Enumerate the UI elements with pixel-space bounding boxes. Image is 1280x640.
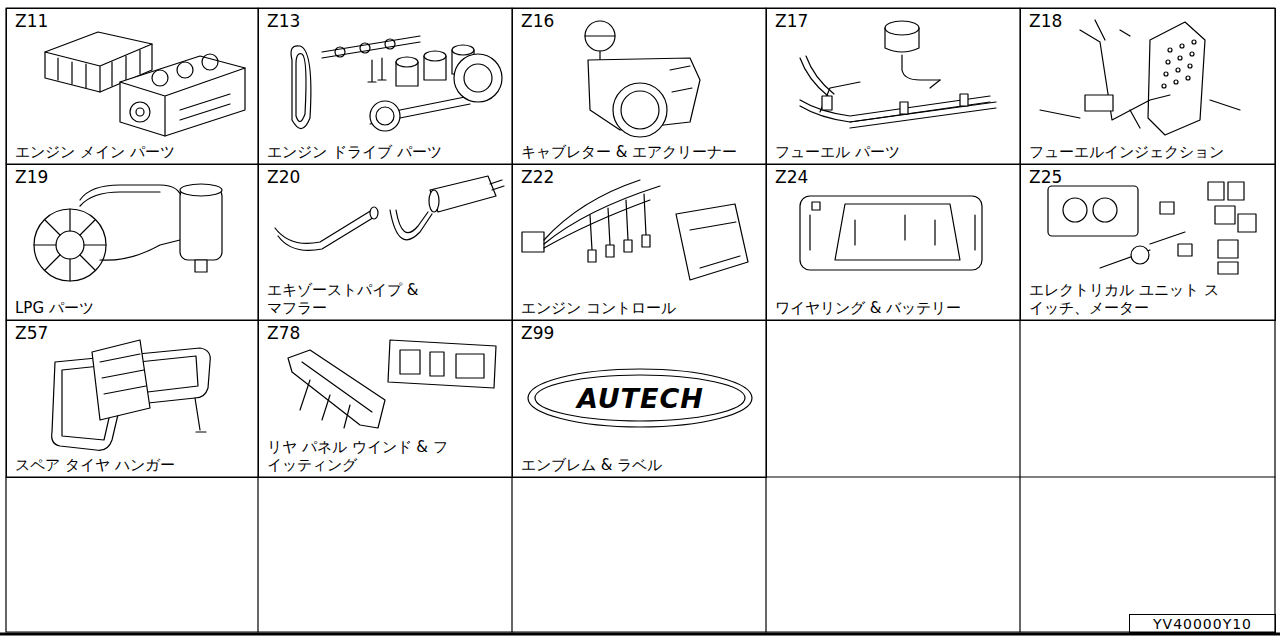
fuel-parts-illustration [800, 21, 996, 128]
catalog-cell: Z78 リヤ パネル ウインド & フイッティング [258, 320, 513, 478]
throttle-illustration [585, 21, 700, 137]
section-name: キャブレター & エアクリーナー [521, 143, 737, 161]
section-code: Z11 [15, 13, 48, 30]
section-name: エンジン ドライブ パーツ [267, 143, 442, 161]
exhaust-illustration [275, 176, 504, 250]
injection-illustration [1040, 20, 1240, 135]
catalog-cell: Z24 ワイヤリング & バッテリー [766, 164, 1021, 321]
section-code: Z17 [775, 13, 808, 30]
catalog-cell: Z20 エキゾーストパイプ & マフラー [258, 164, 513, 321]
section-code: Z25 [1029, 169, 1062, 186]
section-code: Z20 [267, 169, 300, 186]
section-code: Z19 [15, 169, 48, 186]
spare-tire-hanger-illustration [52, 340, 211, 450]
section-name: LPG パーツ [15, 299, 94, 317]
section-code: Z18 [1029, 13, 1062, 30]
section-name: エンジン コントロール [521, 299, 676, 317]
section-name: スペア タイヤ ハンガー [15, 456, 175, 474]
engine-control-illustration [522, 180, 748, 280]
wiring-illustration [800, 196, 982, 270]
catalog-cell: Z17 フューエル パーツ [766, 8, 1021, 165]
electrical-illustration [1048, 182, 1256, 274]
section-code: Z13 [267, 13, 300, 30]
section-code: Z22 [521, 169, 554, 186]
catalog-cell: Z18 フューエルインジェクション [1020, 8, 1276, 165]
section-name: フューエルインジェクション [1029, 143, 1224, 161]
catalog-cell: Z25 エレクトリカル ユニット スイッチ、メーター [1020, 164, 1276, 321]
grid-lines [0, 8, 1280, 634]
section-code: Z24 [775, 169, 808, 186]
section-name: エキゾーストパイプ & マフラー [267, 281, 437, 317]
section-code: Z57 [15, 325, 48, 342]
catalog-cell: Z57 スペア タイヤ ハンガー [6, 320, 259, 478]
catalog-cell: Z22 エンジン コントロール [512, 164, 767, 321]
section-name: エンジン メイン パーツ [15, 143, 175, 161]
emblem-illustration [528, 369, 752, 427]
catalog-cell: Z19LPG パーツ [6, 164, 259, 321]
engine-illustration [45, 32, 245, 136]
section-name: エンブレム & ラベル [521, 456, 662, 474]
emblem-text: AUTECH [574, 385, 707, 412]
drawing-number-box: YV40000Y10 [1129, 614, 1276, 633]
section-code: Z99 [521, 325, 554, 342]
section-code: Z78 [267, 325, 300, 342]
drawing-number: YV40000Y10 [1153, 617, 1252, 631]
section-name: ワイヤリング & バッテリー [775, 299, 961, 317]
section-code: Z16 [521, 13, 554, 30]
section-name: フューエル パーツ [775, 143, 900, 161]
catalog-cell: Z11 エンジン メイン パーツ [6, 8, 259, 165]
section-name: エレクトリカル ユニット スイッチ、メーター [1029, 281, 1224, 317]
catalog-cell: Z13 エンジン ドライブ パーツ [258, 8, 513, 165]
rear-panel-illustration [288, 340, 496, 428]
catalog-cell: Z16 キャブレター & エアクリーナー [512, 8, 767, 165]
lpg-illustration [34, 184, 222, 281]
drive-illustration [291, 36, 502, 131]
section-name: リヤ パネル ウインド & フイッティング [267, 438, 452, 474]
